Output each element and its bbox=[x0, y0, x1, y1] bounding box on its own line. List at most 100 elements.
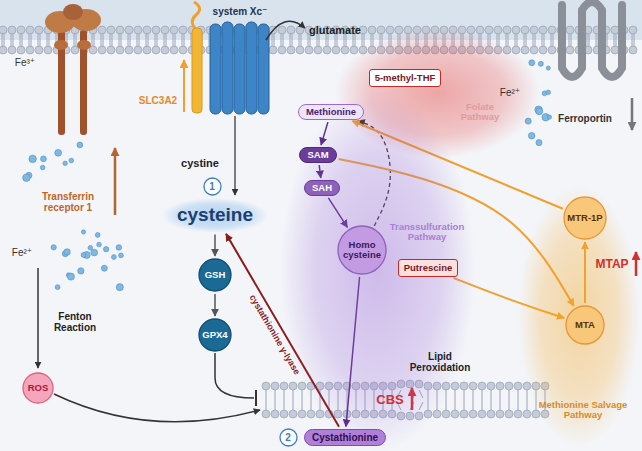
cell-membrane bbox=[179, 26, 187, 34]
cell-membrane bbox=[512, 26, 520, 34]
annotation-label: system Xc⁻ bbox=[213, 6, 268, 17]
transferrin-receptor bbox=[63, 4, 83, 20]
cell-membrane bbox=[143, 46, 151, 54]
iron-ions bbox=[55, 285, 60, 290]
cell-membrane bbox=[148, 33, 149, 47]
annotation-label: Fenton Reaction bbox=[45, 311, 105, 333]
circle-outline bbox=[23, 373, 53, 403]
cell-membrane bbox=[125, 46, 133, 54]
iron-ions bbox=[536, 140, 542, 146]
circle-outline bbox=[564, 197, 606, 239]
metabolite-circle: GSH bbox=[198, 258, 232, 292]
cell-membrane bbox=[611, 46, 619, 54]
cell-membrane bbox=[11, 33, 12, 47]
cell-membrane bbox=[281, 33, 282, 47]
node-text: MTR-1P bbox=[567, 213, 602, 223]
cell-membrane bbox=[341, 46, 349, 54]
iron-ions bbox=[101, 265, 107, 271]
lipid-bilayer bbox=[455, 390, 456, 400]
node-text: Cystathionine bbox=[312, 432, 378, 443]
cell-membrane bbox=[296, 46, 304, 54]
ros-attack-line bbox=[54, 394, 260, 422]
annotation-label: MTAP bbox=[595, 258, 628, 271]
cell-membrane bbox=[596, 33, 597, 47]
cell-membrane bbox=[503, 26, 511, 34]
ros-circle: ROS bbox=[22, 372, 54, 404]
cell-membrane bbox=[107, 46, 115, 54]
cell-membrane bbox=[551, 33, 552, 47]
cell-membrane bbox=[539, 26, 547, 34]
node-text: SAM bbox=[307, 150, 328, 160]
lipid-bilayer bbox=[527, 400, 528, 410]
iron-ions bbox=[119, 253, 124, 258]
metabolite-circle: MTA bbox=[565, 305, 605, 345]
cell-membrane bbox=[116, 46, 124, 54]
lipid-bilayer bbox=[460, 410, 468, 418]
node-text: Methionine bbox=[306, 107, 356, 117]
lipid-bilayer bbox=[271, 382, 279, 390]
lipid-bilayer bbox=[280, 410, 288, 418]
cell-membrane bbox=[38, 33, 39, 47]
cell-membrane bbox=[107, 26, 115, 34]
lipid-bilayer bbox=[293, 400, 294, 410]
cell-membrane bbox=[8, 46, 16, 54]
cell-membrane bbox=[530, 26, 538, 34]
cell-membrane bbox=[278, 26, 286, 34]
cell-membrane bbox=[92, 33, 93, 47]
iron-ions bbox=[67, 273, 74, 280]
lipid-bilayer bbox=[442, 410, 450, 418]
cell-membrane bbox=[299, 33, 300, 47]
node-text: GSH bbox=[205, 270, 226, 280]
slc3a2-subunit bbox=[192, 28, 202, 113]
metabolite-glow-shape bbox=[162, 198, 268, 233]
iron-ions bbox=[78, 268, 84, 274]
cell-membrane bbox=[292, 33, 293, 47]
node-text: 1 bbox=[209, 181, 215, 192]
fenton-arrow bbox=[37, 268, 39, 368]
annotation-label: glutamate bbox=[309, 24, 361, 36]
cell-membrane bbox=[362, 33, 363, 47]
enzyme-label: cystathionine γ-lyase bbox=[246, 292, 303, 379]
cell-membrane bbox=[517, 33, 518, 47]
cell-membrane bbox=[485, 26, 493, 34]
cell-membrane bbox=[476, 26, 484, 34]
cell-membrane bbox=[0, 46, 7, 54]
cell-membrane bbox=[515, 33, 516, 47]
lipid-bilayer bbox=[451, 410, 459, 418]
iron-ions bbox=[69, 158, 74, 163]
lipid-bilayer bbox=[289, 410, 297, 418]
cell-membrane bbox=[566, 26, 574, 34]
iron-ions bbox=[91, 249, 98, 256]
cell-membrane bbox=[278, 46, 286, 54]
system-xc-transporter bbox=[234, 24, 245, 114]
lipid-bilayer bbox=[496, 410, 504, 418]
lipid-bilayer bbox=[518, 390, 519, 400]
iron-ions bbox=[116, 245, 122, 251]
system-xc-transporter bbox=[246, 22, 257, 114]
cell-membrane bbox=[173, 33, 174, 47]
transferrin-receptor bbox=[77, 40, 91, 50]
cell-membrane bbox=[184, 33, 185, 47]
node-text: SAH bbox=[312, 183, 332, 193]
pathway-label: Methionine Salvage Pathway bbox=[533, 400, 633, 421]
cell-membrane bbox=[377, 26, 385, 34]
circle-outline bbox=[338, 226, 386, 274]
cell-membrane bbox=[566, 46, 574, 54]
cell-membrane bbox=[4, 33, 5, 47]
cell-membrane bbox=[35, 46, 43, 54]
cell-membrane bbox=[553, 33, 554, 47]
node-text: Homo cysteine bbox=[341, 240, 383, 261]
cell-membrane bbox=[128, 33, 129, 47]
cell-membrane bbox=[139, 33, 140, 47]
metabolite-circle: Homo cysteine bbox=[337, 225, 387, 275]
lipid-bilayer bbox=[298, 410, 306, 418]
iron-ions bbox=[97, 242, 102, 247]
lipid-bilayer bbox=[275, 400, 276, 410]
lipid-bilayer bbox=[302, 400, 303, 410]
lipid-bilayer bbox=[293, 390, 294, 400]
inhibition-bar bbox=[255, 390, 257, 406]
cell-membrane bbox=[587, 33, 588, 47]
iron-ions bbox=[88, 246, 93, 251]
extracellular-space bbox=[0, 0, 642, 40]
